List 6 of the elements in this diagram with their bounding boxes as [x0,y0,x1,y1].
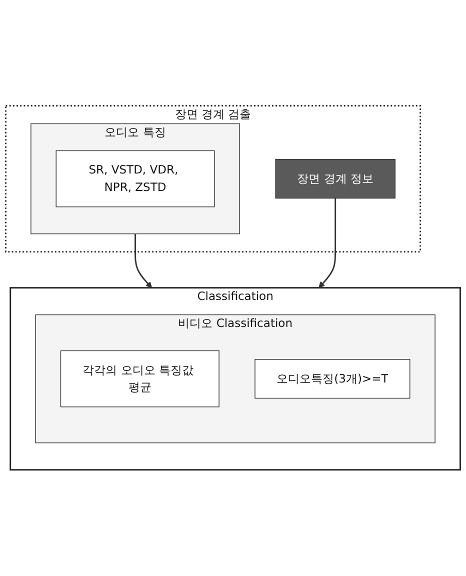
node-box: 각각의 오디오 특징값 평균 [60,350,220,408]
arrow [318,198,336,288]
node-box: 오디오특징(3개)>=T [254,359,410,399]
node-box: 장면 경계 정보 [275,159,396,199]
arrow [134,234,152,288]
node-box: SR, VSTD, VDR, NPR, ZSTD [56,150,215,208]
